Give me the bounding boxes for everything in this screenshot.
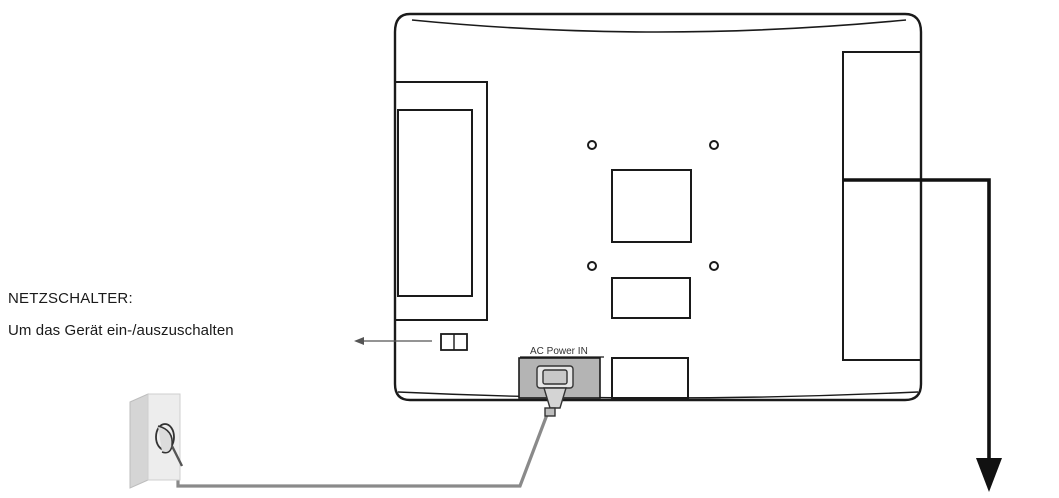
power-switch-title: NETZSCHALTER: [8, 290, 133, 307]
mount-hole [587, 261, 597, 271]
mount-hole [587, 140, 597, 150]
mount-hole [709, 261, 719, 271]
vesa-mount [587, 140, 719, 319]
housing-outline [393, 12, 923, 402]
power-switch-description: Um das Gerät ein-/auszuschalten [8, 322, 234, 339]
left-panel-outer [395, 81, 488, 321]
mount-plate-lower [611, 277, 691, 319]
auxiliary-port [611, 357, 689, 399]
mount-hole [709, 140, 719, 150]
power-cable [176, 411, 550, 488]
mount-plate-upper [611, 169, 692, 243]
right-panel-lower [842, 179, 922, 361]
arrow-down-icon [843, 178, 1002, 492]
power-plug-icon [536, 365, 574, 417]
right-side-panel [842, 51, 922, 361]
left-side-panel [395, 81, 488, 321]
housing-top-ridge [411, 19, 907, 33]
power-switch [440, 333, 468, 351]
wall-socket-icon [129, 393, 184, 489]
left-panel-inner [397, 109, 473, 297]
right-panel-upper [842, 51, 922, 181]
ac-power-in-label: AC Power IN [530, 346, 588, 357]
arrow-left-icon [354, 337, 432, 345]
